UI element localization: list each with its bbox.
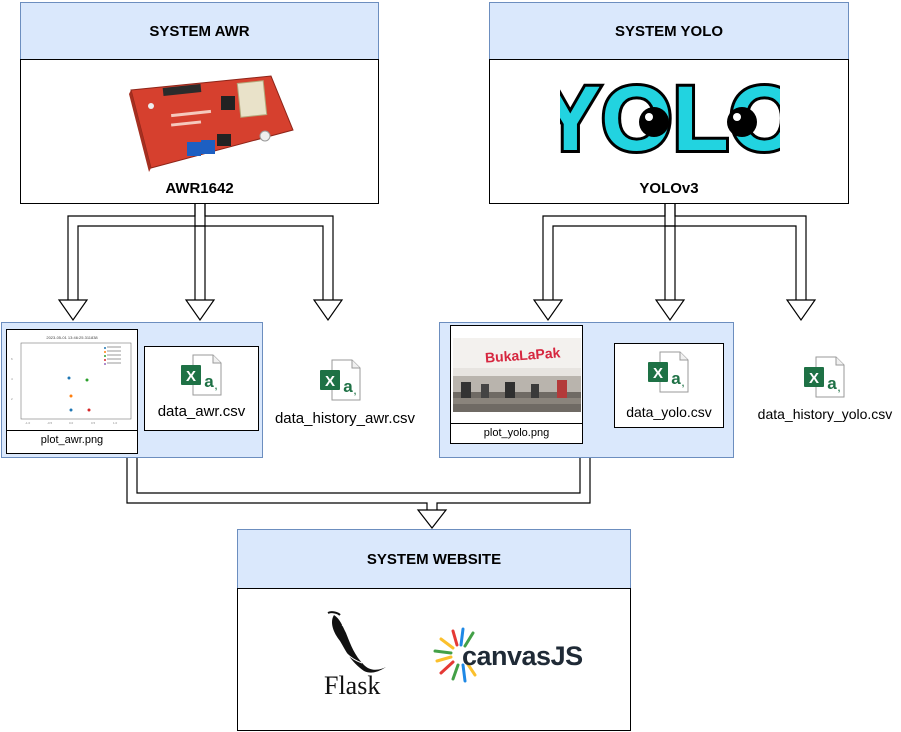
svg-text:0.5: 0.5	[91, 421, 96, 425]
awr-device-label: AWR1642	[165, 180, 234, 197]
flask-logo-icon	[327, 611, 386, 673]
plot-awr-thumbnail: 2023-05-01 13:46:25.311838 6 4 2 -1.0 -0.5 0…	[11, 335, 132, 425]
data-yolo-card: X a , data_yolo.csv	[614, 343, 724, 428]
awr1642-board-image	[129, 75, 294, 172]
svg-text:2: 2	[11, 397, 13, 401]
yolo-title: SYSTEM YOLO	[614, 22, 724, 40]
data-awr-label: data_awr.csv	[157, 403, 246, 420]
data-history-awr-label: data_history_awr.csv	[274, 410, 416, 427]
yolo-logo-image: YOLO	[560, 65, 780, 173]
svg-text:a: a	[204, 372, 214, 391]
data-history-yolo-label: data_history_yolo.csv	[757, 406, 893, 422]
svg-text:X: X	[186, 368, 196, 385]
awr-split-arrow	[57, 204, 344, 322]
merge-arrow	[126, 458, 591, 529]
svg-text:,: ,	[215, 381, 218, 391]
yolo-photo-sign: BukaLaPak	[484, 344, 561, 365]
svg-text:6: 6	[11, 357, 13, 361]
excel-file-icon: X a ,	[804, 356, 845, 398]
awr-body: AWR1642	[20, 59, 379, 204]
svg-text:,: ,	[354, 386, 357, 396]
flask-label: Flask	[324, 671, 381, 700]
svg-text:,: ,	[682, 378, 685, 388]
plot-awr-title: 2023-05-01 13:46:25.311838	[46, 335, 98, 340]
data-awr-card: X a , data_awr.csv	[144, 346, 259, 431]
svg-text:X: X	[809, 370, 819, 387]
plot-awr-card: 2023-05-01 13:46:25.311838 6 4 2 -1.0 -0.5 0…	[6, 329, 138, 454]
svg-text:4: 4	[11, 377, 13, 381]
excel-file-icon: X a ,	[648, 351, 689, 393]
plot-yolo-card: BukaLaPak plot_yolo.png	[450, 325, 583, 444]
data-yolo-label: data_yolo.csv	[626, 404, 712, 420]
svg-text:X: X	[653, 365, 663, 382]
plot-yolo-label: plot_yolo.png	[483, 427, 550, 439]
excel-file-icon: X a ,	[320, 359, 361, 401]
yolo-body: YOLO YOLOv3	[489, 59, 849, 204]
svg-text:a: a	[343, 377, 353, 396]
canvasjs-burst-icon	[433, 627, 477, 683]
yolo-header: SYSTEM YOLO	[489, 2, 849, 60]
svg-text:-1.0: -1.0	[25, 421, 31, 425]
excel-file-icon: X a ,	[181, 354, 222, 396]
website-body: Flask canvasJS	[237, 588, 631, 731]
canvasjs-label: canvasJS	[462, 641, 583, 671]
svg-text:-0.5: -0.5	[47, 421, 53, 425]
yolo-split-arrow	[532, 204, 817, 322]
yolo-model-label: YOLOv3	[639, 180, 699, 197]
svg-text:a: a	[827, 374, 837, 393]
svg-text:X: X	[325, 373, 335, 390]
svg-text:1.0: 1.0	[113, 421, 118, 425]
svg-text:a: a	[671, 369, 681, 388]
awr-title: SYSTEM AWR	[149, 22, 250, 40]
plot-awr-label: plot_awr.png	[40, 434, 104, 446]
svg-text:,: ,	[838, 383, 841, 393]
website-title: SYSTEM WEBSITE	[366, 550, 502, 568]
awr-header: SYSTEM AWR	[20, 2, 379, 60]
svg-text:0.0: 0.0	[69, 421, 74, 425]
website-header: SYSTEM WEBSITE	[237, 529, 631, 589]
plot-yolo-thumbnail: BukaLaPak	[453, 338, 581, 412]
